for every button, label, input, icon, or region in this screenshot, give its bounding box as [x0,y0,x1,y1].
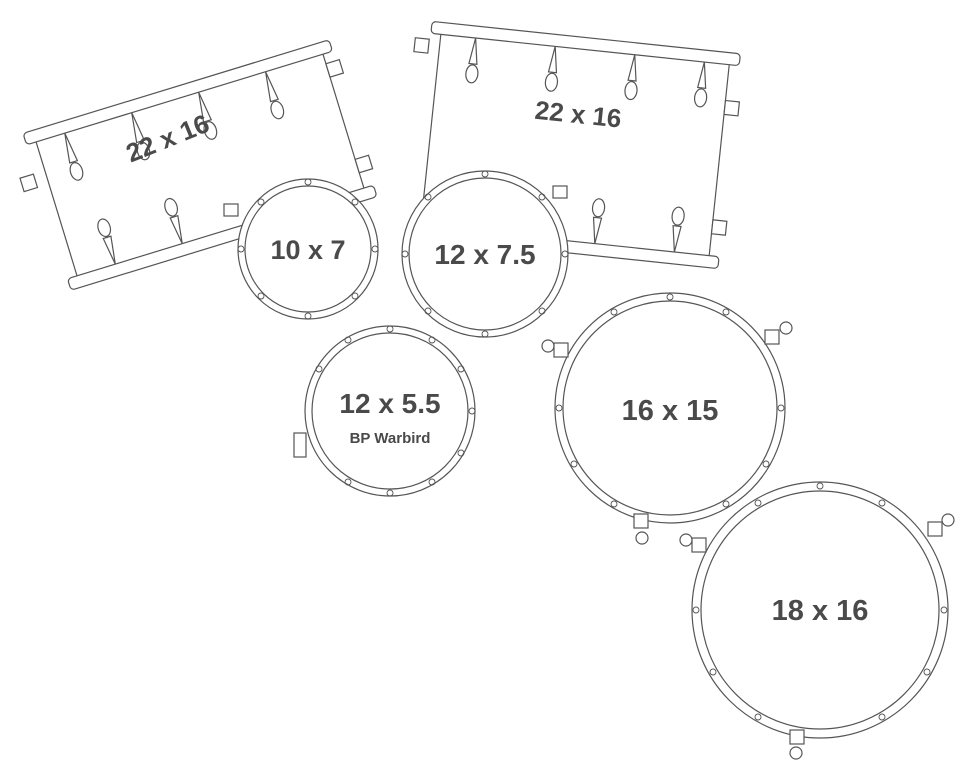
floor-tom-16-drum: 16 x 15 [541,292,793,545]
tom-12-drum: 12 x 7.5 [401,170,569,338]
snare-12-sublabel: BP Warbird [350,430,431,447]
snare-12-drum: 12 x 5.5 BP Warbird [293,325,476,497]
bass-drum-left-top-hoop [23,40,333,145]
floor-tom-18-hoop [691,481,949,739]
tom-12-label: 12 x 7.5 [434,239,535,270]
snare-12-label: 12 x 5.5 [339,388,440,419]
bass-drum-left-tension-rods [64,71,285,265]
floor-tom-18-legs [679,513,955,760]
bass-drum-right-top-hoop [430,21,741,66]
snare-12-throw-off [293,432,307,458]
bass-drum-left-spur-bracket [19,173,39,193]
bass-drum-right-tension-rods [465,37,708,253]
floor-tom-16-legs [541,321,793,545]
tom-12-mount [552,185,568,199]
tom-10-drum: 10 x 7 [223,178,379,320]
tom-10-mount [223,203,239,217]
floor-tom-16-hoop [554,292,786,524]
floor-tom-18-drum: 18 x 16 [679,481,955,760]
floor-tom-16-label: 16 x 15 [622,395,719,427]
tom-10-label: 10 x 7 [270,235,345,265]
floor-tom-18-label: 18 x 16 [772,595,869,627]
